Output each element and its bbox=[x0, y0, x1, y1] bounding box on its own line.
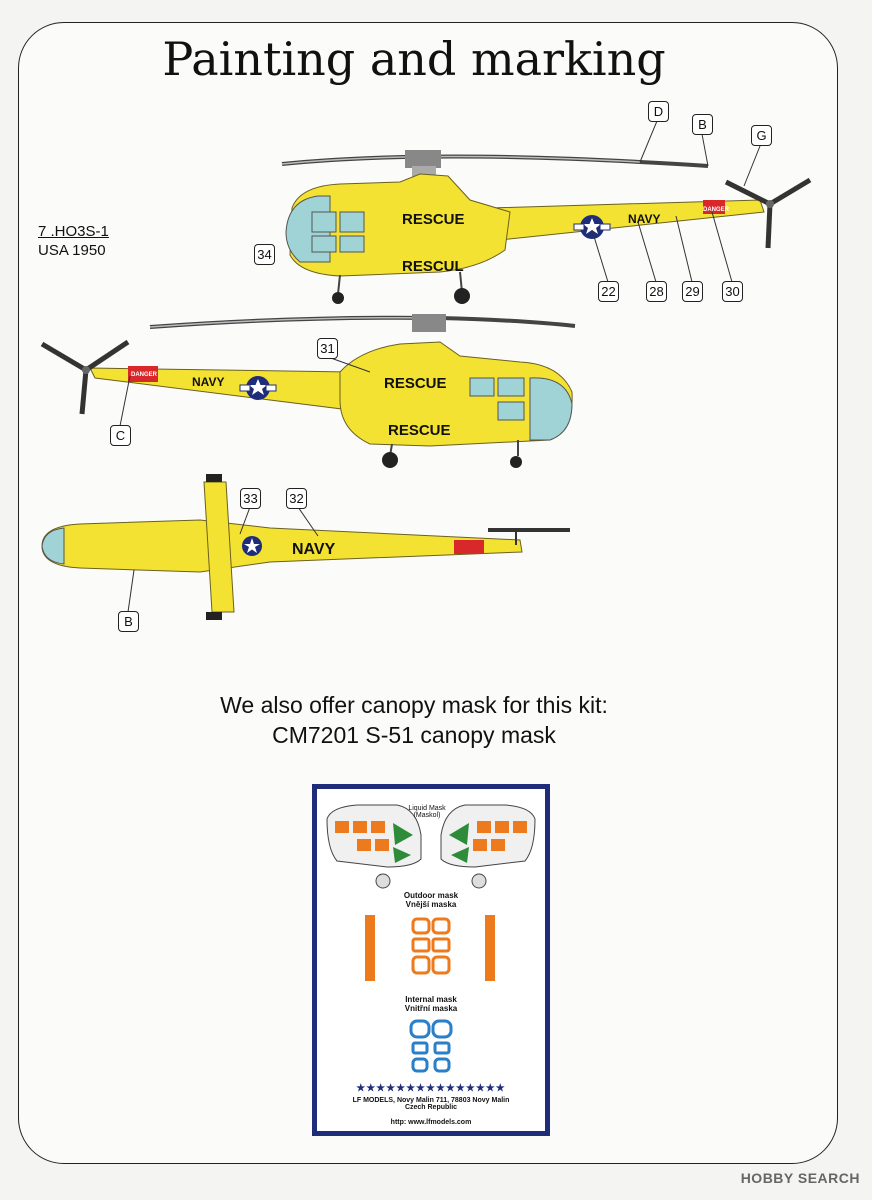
outdoor-mask-title-cz: Vnější maska bbox=[405, 900, 457, 909]
internal-mask-title-cz: Vnitřní maska bbox=[404, 1004, 458, 1013]
watermark: HOBBY SEARCH bbox=[740, 1170, 860, 1186]
callout-31: 31 bbox=[317, 338, 338, 359]
callout-c: C bbox=[110, 425, 131, 446]
navy-label-2: NAVY bbox=[192, 375, 224, 389]
maker-address: LF MODELS, Novy Malin 711, 78803 Novy Ma… bbox=[317, 1097, 545, 1111]
liquid-mask-sub: (Maskol) bbox=[413, 812, 441, 819]
profile-right-side bbox=[40, 314, 576, 468]
navy-label-1: NAVY bbox=[628, 212, 660, 226]
danger-label-1: DANGER bbox=[703, 207, 730, 213]
outdoor-mask-label: Outdoor mask Vnější maska bbox=[317, 891, 545, 909]
rescue-label-1: RESCUE bbox=[402, 211, 465, 228]
liquid-mask-label: Liquid Mask (Maskol) bbox=[357, 805, 497, 819]
rescue-label-3: RESCUE bbox=[384, 375, 447, 392]
callout-34: 34 bbox=[254, 244, 275, 265]
address-line: LF MODELS, Novy Malin 711, 78803 Novy Ma… bbox=[352, 1097, 510, 1104]
leader-lines bbox=[119, 120, 761, 613]
callout-d: D bbox=[648, 101, 669, 122]
callout-33: 33 bbox=[240, 488, 261, 509]
offer-line-1: We also offer canopy mask for this kit: bbox=[220, 692, 608, 718]
callout-32: 32 bbox=[286, 488, 307, 509]
callout-28: 28 bbox=[646, 281, 667, 302]
internal-mask-label: Internal mask Vnitřní maska bbox=[317, 995, 545, 1013]
callout-b: B bbox=[692, 114, 713, 135]
callout-29: 29 bbox=[682, 281, 703, 302]
country-year: USA 1950 bbox=[38, 242, 106, 259]
internal-mask-title: Internal mask bbox=[405, 995, 457, 1004]
rescue-label-2: RESCUL bbox=[402, 258, 464, 275]
callout-g: G bbox=[751, 125, 772, 146]
navy-label-3: NAVY bbox=[292, 541, 336, 558]
callout-b-top: B bbox=[118, 611, 139, 632]
profile-top-view bbox=[41, 474, 570, 620]
subject-label: 7 .HO3S-1 USA 1950 bbox=[38, 222, 109, 260]
variant-code: 7 .HO3S-1 bbox=[38, 223, 109, 240]
profile-left-side bbox=[281, 150, 812, 304]
callout-30: 30 bbox=[722, 281, 743, 302]
rescue-label-4: RESCUE bbox=[388, 422, 451, 439]
callout-22: 22 bbox=[598, 281, 619, 302]
page-title: Painting and marking bbox=[162, 32, 666, 86]
stars-row: ★★★★★★★★★★★★★★★ bbox=[356, 1083, 506, 1094]
outdoor-mask-title: Outdoor mask bbox=[403, 891, 459, 900]
danger-label-2: DANGER bbox=[131, 372, 158, 378]
offer-line-2: CM7201 S-51 canopy mask bbox=[272, 722, 556, 748]
maker-website: http: www.lfmodels.com bbox=[390, 1119, 472, 1126]
liquid-mask-title: Liquid Mask bbox=[408, 805, 446, 812]
country-line: Czech Republic bbox=[404, 1104, 458, 1111]
mask-diagrams bbox=[326, 804, 536, 1073]
canopy-mask-card: Liquid Mask (Maskol) Outdoor mask Vnější… bbox=[312, 784, 550, 1136]
offer-text: We also offer canopy mask for this kit: … bbox=[0, 690, 828, 750]
